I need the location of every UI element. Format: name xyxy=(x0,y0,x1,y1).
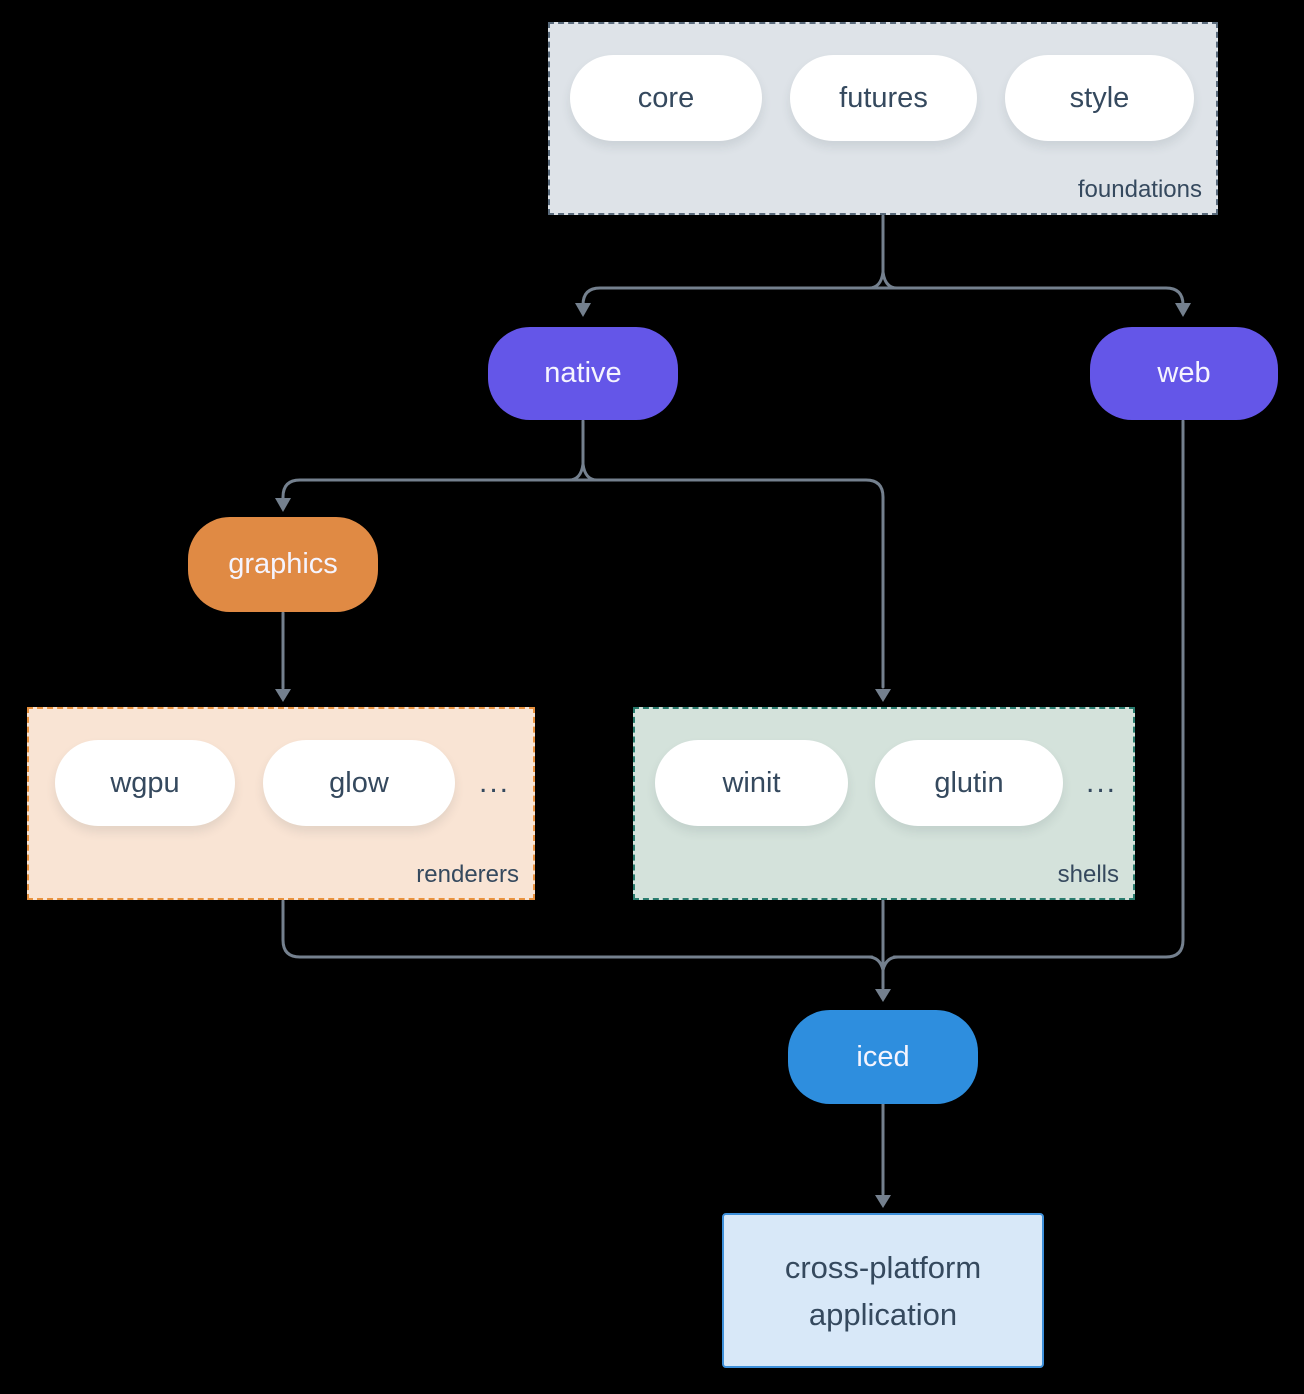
node-native: native xyxy=(488,327,678,420)
arrowhead-native xyxy=(575,303,591,317)
arrowhead-iced xyxy=(875,989,891,1002)
renderers-more-ellipsis: ... xyxy=(479,766,511,799)
group-foundations: core futures style foundations xyxy=(548,22,1218,215)
edge-native-fillet-left xyxy=(567,462,585,482)
node-web: web xyxy=(1090,327,1278,420)
edge-renderers-merge xyxy=(281,899,874,959)
arrowhead-graphics xyxy=(275,498,291,512)
edge-web-merge xyxy=(892,419,1185,959)
node-style: style xyxy=(1005,55,1194,141)
node-core: core xyxy=(570,55,762,141)
shells-pill-row: winit glutin ... xyxy=(635,740,1117,826)
edge-foundations-fillet-right xyxy=(881,270,899,290)
arrowhead-app xyxy=(875,1195,891,1208)
node-winit: winit xyxy=(655,740,848,826)
shells-more-ellipsis: ... xyxy=(1086,766,1118,799)
app-label-line-1: cross-platform xyxy=(784,1249,982,1285)
edge-native-split xyxy=(281,478,885,689)
arrowhead-shells-box xyxy=(875,689,891,702)
group-shells-label: shells xyxy=(1057,861,1119,888)
app-label-line-2: application xyxy=(808,1296,958,1332)
node-futures: futures xyxy=(790,55,977,141)
node-graphics: graphics xyxy=(188,517,378,612)
node-glutin: glutin xyxy=(875,740,1063,826)
edge-merge-fillet-right xyxy=(881,955,900,972)
group-renderers-label: renderers xyxy=(416,861,519,888)
group-renderers: wgpu glow ... renderers xyxy=(27,707,535,900)
edge-native-fillet-right xyxy=(581,462,599,482)
node-glow: glow xyxy=(263,740,455,826)
group-shells: winit glutin ... shells xyxy=(633,707,1135,900)
node-wgpu: wgpu xyxy=(55,740,235,826)
arrowhead-web xyxy=(1175,303,1191,317)
edge-foundations-fillet-left xyxy=(867,270,885,290)
edge-merge-fillet-left xyxy=(866,955,885,972)
arrowhead-renderers-box xyxy=(275,689,291,702)
renderers-pill-row: wgpu glow ... xyxy=(29,740,510,826)
group-foundations-label: foundations xyxy=(1077,176,1202,203)
node-cross-platform-application: cross-platform application xyxy=(722,1213,1044,1368)
node-iced: iced xyxy=(788,1010,978,1104)
foundations-pill-row: core futures style xyxy=(550,55,1194,141)
edge-foundations-split xyxy=(581,286,1185,311)
